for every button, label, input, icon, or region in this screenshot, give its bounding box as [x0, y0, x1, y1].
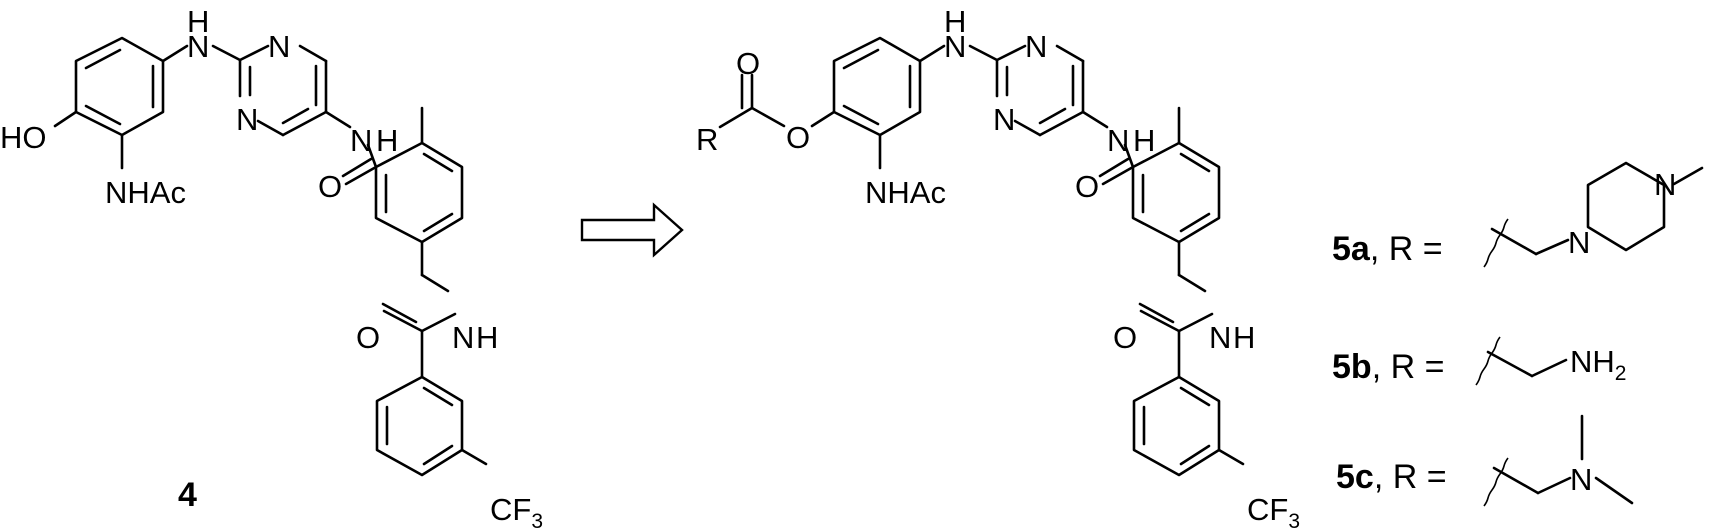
atom-nhac: NHAc [865, 175, 946, 210]
atom-o: O [1075, 169, 1099, 204]
atom-h: H [944, 4, 966, 39]
atom-n: N [452, 320, 474, 355]
compound-4-bonds [53, 36, 488, 477]
atom-ho: HO [0, 120, 47, 155]
atom-n: N [187, 29, 209, 64]
variant-label: 5a, R = [1332, 230, 1443, 268]
atom-cf: CF3 [1247, 492, 1300, 531]
atom-n: N [1107, 123, 1129, 158]
variant-label: 5c, R = [1336, 458, 1447, 496]
atom-nhac: NHAc [105, 175, 186, 210]
atom-o: O [786, 120, 810, 155]
atom-cf: CF3 [490, 492, 543, 531]
attachment-wavy-bond [1483, 457, 1509, 507]
atom-n: N [350, 123, 372, 158]
variant-5b: 5b, R = NH2 [1332, 336, 1626, 386]
atom-r: R [696, 122, 718, 157]
retrosynthesis-arrow [580, 202, 684, 258]
piperazine-n: N [1568, 225, 1590, 260]
atom-n: N [944, 29, 966, 64]
variant-label: 5b, R = [1332, 348, 1444, 386]
atom-n: N [1209, 320, 1231, 355]
atom-o: O [736, 46, 760, 81]
atom-h: H [476, 320, 498, 355]
atom-n: N [993, 102, 1015, 137]
piperazine-n-methyl: N [1654, 167, 1676, 202]
amine-nh2: NH2 [1570, 344, 1626, 385]
compound-4: H N N N HO NHAc N H O N H O CF3 4 [0, 4, 543, 531]
atom-o: O [356, 320, 380, 355]
variant-5a: 5a, R = N N [1332, 161, 1704, 268]
atom-h: H [1133, 123, 1155, 158]
atom-h: H [187, 4, 209, 39]
dimethylamine-n: N [1570, 462, 1592, 497]
atom-h: H [376, 123, 398, 158]
atom-h: H [1233, 320, 1255, 355]
atom-n: N [236, 102, 258, 137]
atom-o: O [318, 169, 342, 204]
compound-label-4: 4 [178, 476, 197, 514]
compound-5: H N N N O O R NHAc N H O N H O CF3 [696, 4, 1300, 531]
atom-o: O [1113, 320, 1137, 355]
compound-5-bonds [718, 36, 1245, 477]
atom-n: N [1025, 29, 1047, 64]
variant-5c: 5c, R = N [1336, 414, 1634, 507]
attachment-wavy-bond [1483, 218, 1509, 268]
atom-n: N [268, 29, 290, 64]
attachment-wavy-bond [1475, 336, 1501, 386]
